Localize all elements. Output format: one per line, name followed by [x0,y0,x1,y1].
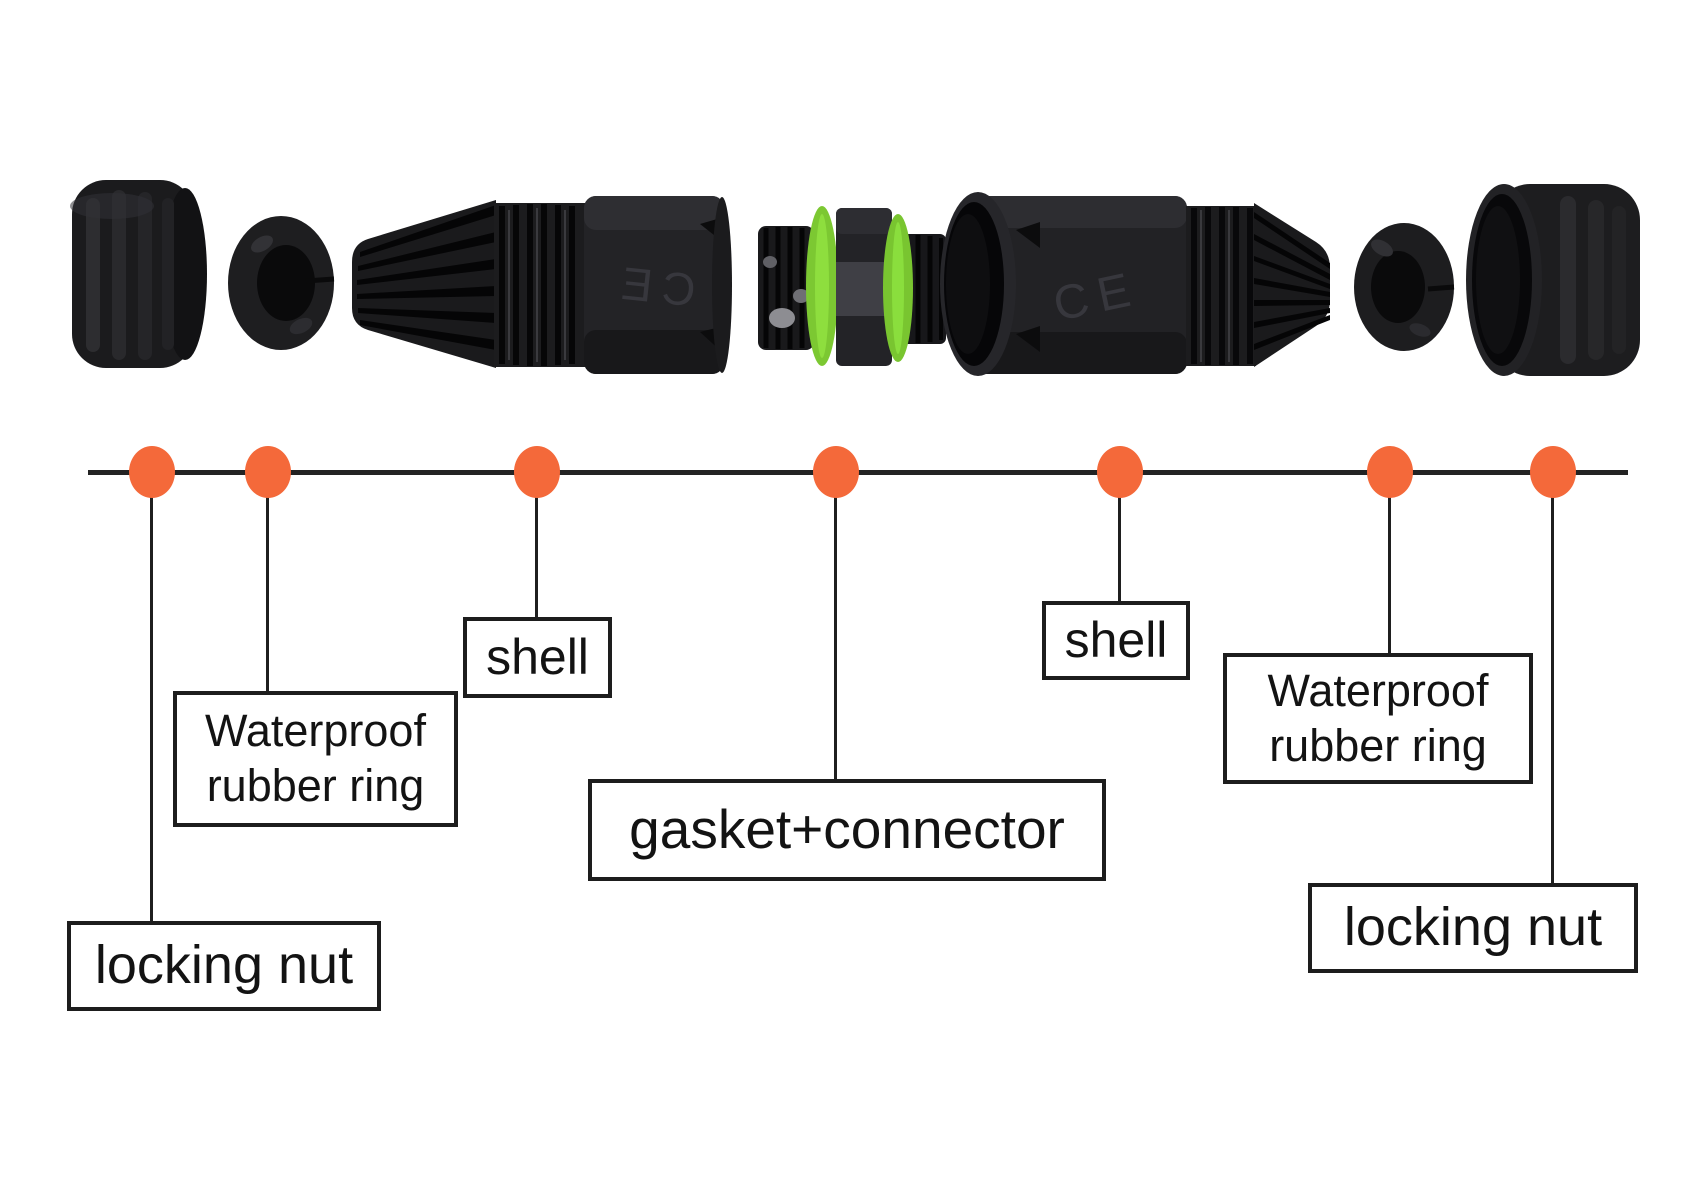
callout-label-line2: rubber ring [206,760,425,811]
callout-label: locking nut [94,935,354,996]
leader-locking-nut-left [150,472,153,921]
callout-box-locking-nut-left: locking nut [67,921,381,1011]
leader-shell-right [1118,472,1121,601]
part-locking-nut-left [70,180,207,368]
part-shell-left: CE [352,196,732,374]
callout-box-gasket-connector: gasket+connector [588,779,1106,881]
part-locking-nut-right [1466,184,1640,376]
callout-label-line1: Waterproof [205,705,426,757]
callout-label-line2: rubber ring [1269,719,1487,771]
callout-label: shell [486,629,589,685]
callout-box-shell-left: shell [463,617,612,698]
leader-rubber-ring-left [266,472,269,691]
callout-label-line1: Waterproof [1267,664,1489,716]
shell-left-ce-marking: CE [609,256,698,316]
callout-label: gasket+connector [629,798,1065,861]
callout-box-rubber-ring-right: Waterproof rubber ring [1223,653,1533,784]
connector-photo: CE [70,180,1640,376]
timeline-dot-shell-left [514,446,560,498]
callout-box-shell-right: shell [1042,601,1190,680]
part-shell-right: CE [940,192,1330,376]
timeline-dot-rubber-ring-right [1367,446,1413,498]
leader-rubber-ring-right [1388,472,1391,653]
part-rubber-ring-left [228,216,335,350]
leader-gasket-connector [834,472,837,779]
leader-shell-left [535,472,538,617]
callout-label: shell [1064,612,1168,668]
part-rubber-ring-right [1354,223,1455,351]
timeline-dot-locking-nut-left [129,446,175,498]
leader-locking-nut-right [1551,472,1554,883]
timeline-dot-gasket-connector [813,446,859,498]
timeline-dot-rubber-ring-left [245,446,291,498]
timeline-dot-shell-right [1097,446,1143,498]
callout-box-rubber-ring-left: Waterproof rubber ring [173,691,458,827]
callout-box-locking-nut-right: locking nut [1308,883,1638,973]
callout-label: locking nut [1343,897,1603,958]
part-gasket-connector [758,206,946,366]
timeline-dot-locking-nut-right [1530,446,1576,498]
